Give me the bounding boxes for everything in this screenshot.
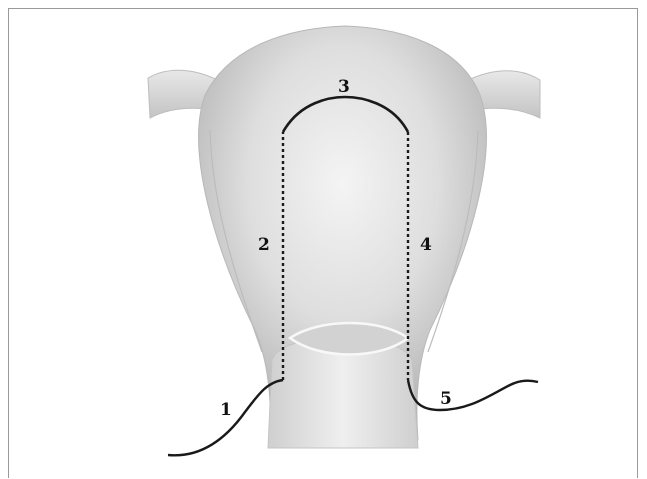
label-3: 3 — [338, 77, 350, 97]
incision-segment-5 — [408, 380, 538, 410]
label-5: 5 — [440, 389, 452, 409]
label-1: 1 — [220, 400, 232, 420]
label-4: 4 — [420, 235, 432, 255]
label-2: 2 — [258, 235, 270, 255]
